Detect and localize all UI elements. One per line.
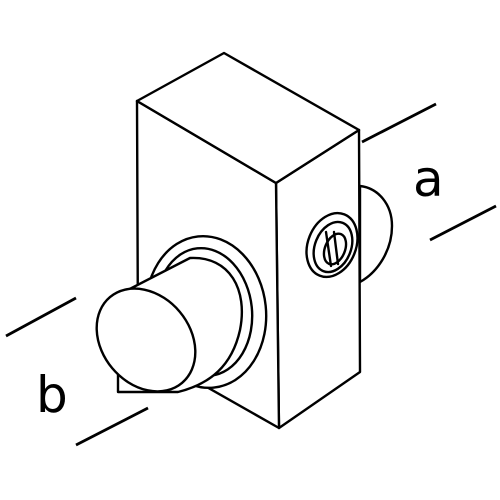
dimension-a-lower-line bbox=[429, 204, 497, 242]
dimension-b-label: b bbox=[36, 366, 68, 424]
dimension-b-upper-line bbox=[5, 296, 77, 338]
shaft-end-face bbox=[95, 287, 197, 393]
dimension-a-upper-line bbox=[361, 102, 437, 144]
set-screw bbox=[305, 211, 359, 279]
screw-slot bbox=[324, 230, 340, 268]
block-top-face bbox=[135, 51, 361, 185]
screw-counterbore-inner bbox=[312, 220, 354, 274]
dimension-b-lower-line bbox=[75, 406, 149, 447]
rear-boss bbox=[358, 184, 394, 284]
dimension-a-label: a bbox=[413, 150, 444, 208]
